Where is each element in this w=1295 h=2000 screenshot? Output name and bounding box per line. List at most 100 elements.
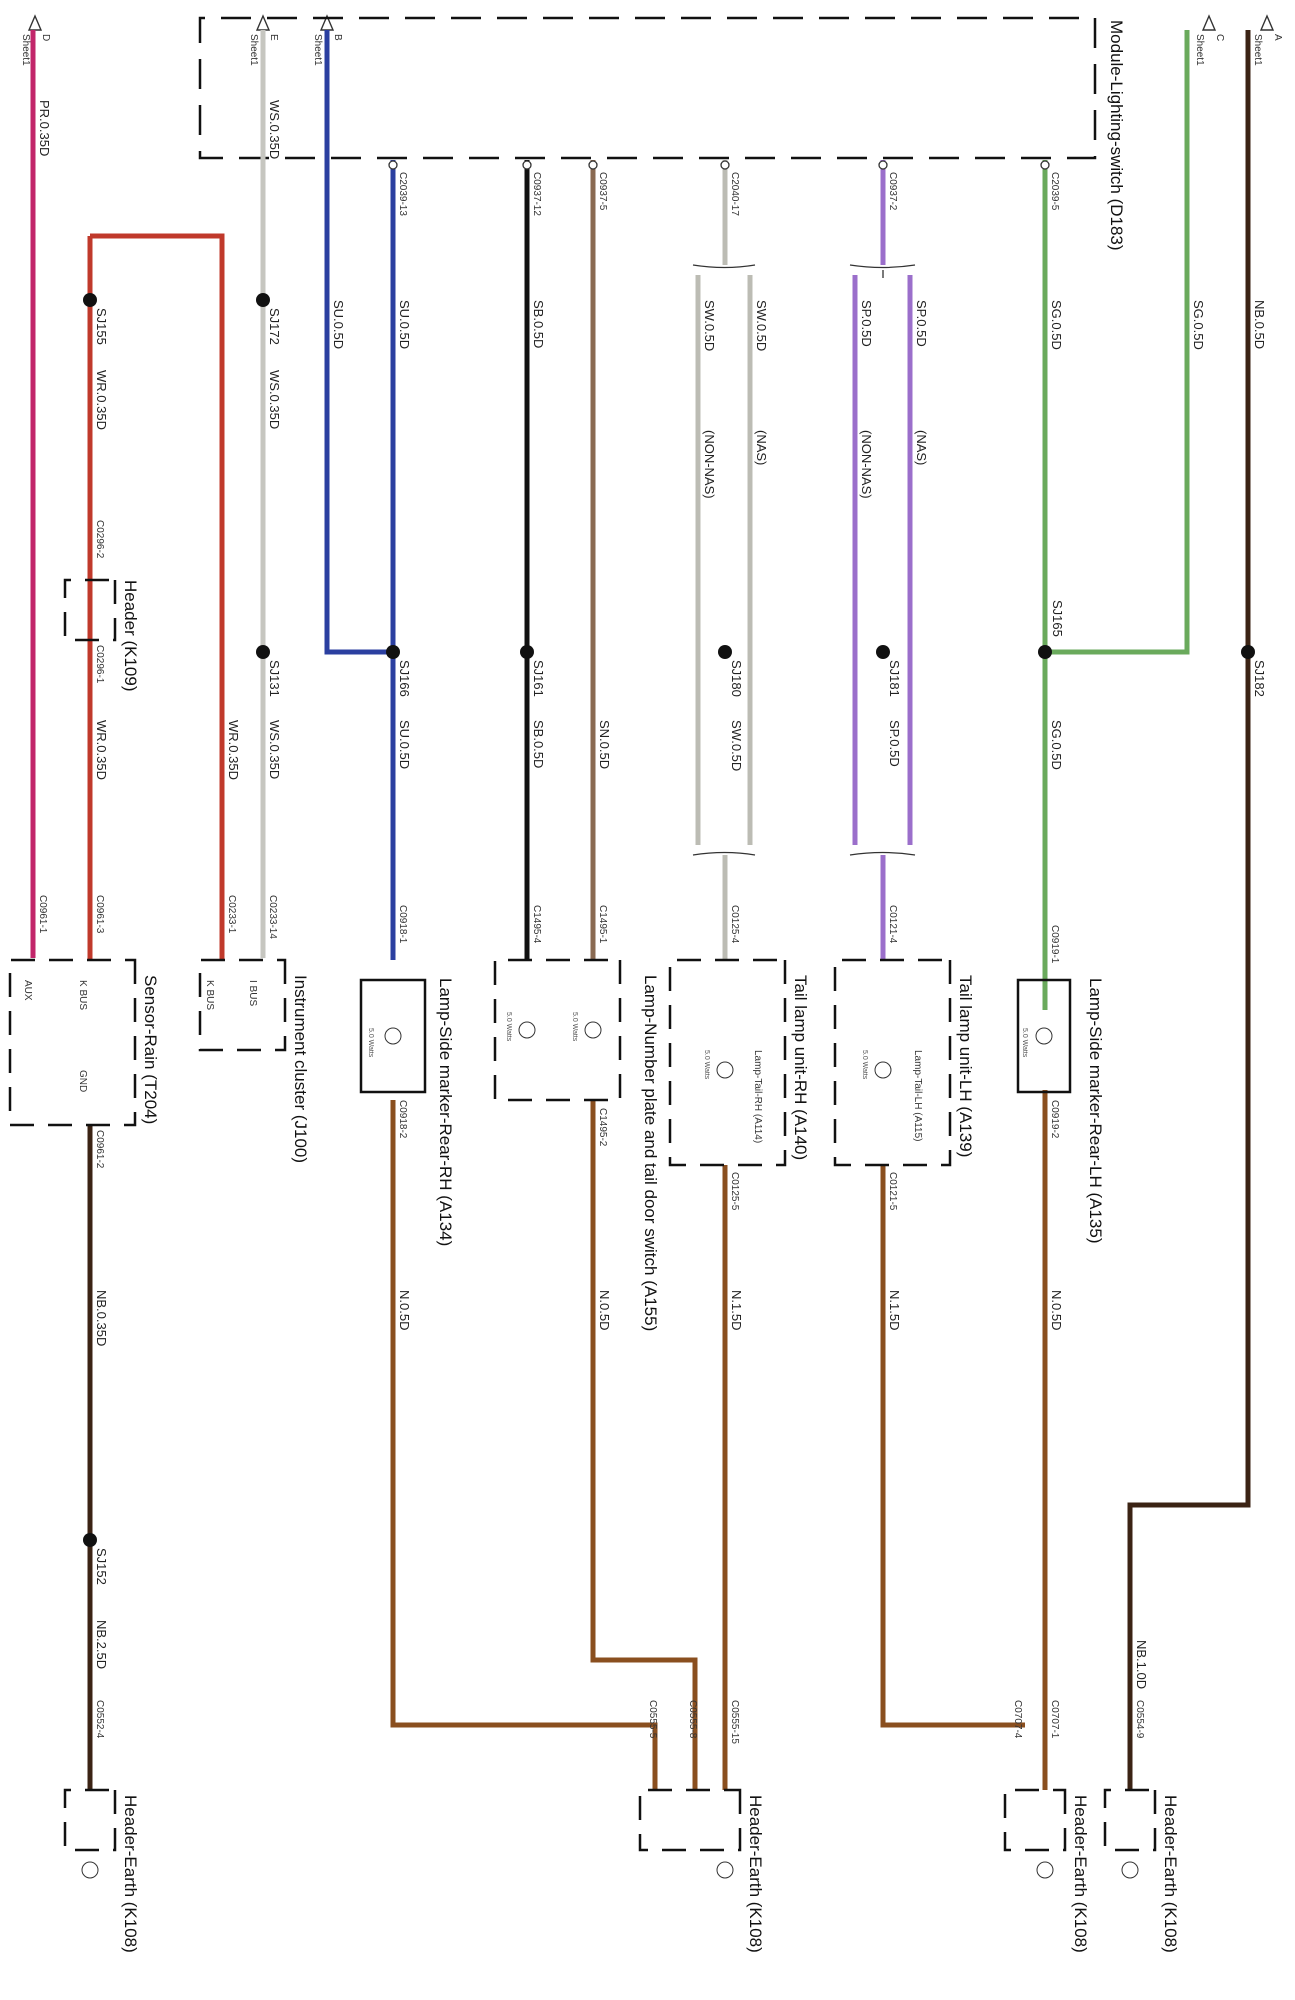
wire-label: SB.0.5D <box>531 720 546 768</box>
wire-label: PR.0.35D <box>37 100 52 156</box>
splice-sj180[interactable] <box>718 645 732 659</box>
wire-label: SW.0.5D <box>702 300 717 351</box>
wire-label: SW.0.5D <box>729 720 744 771</box>
svg-text:C0555-8: C0555-8 <box>687 1700 698 1739</box>
header-earth-1[interactable]: Header-Earth (K108) C0554-9 <box>1103 1700 1180 1953</box>
svg-text:C0555-5: C0555-5 <box>647 1700 658 1739</box>
splice-sj172[interactable] <box>256 293 270 307</box>
wire-label: NB.0.35D <box>94 1290 109 1346</box>
sheet-ref-c[interactable]: C Sheet1 <box>1194 14 1225 66</box>
splice-sj182[interactable] <box>1241 645 1255 659</box>
wire-label: SP.0.5D <box>859 300 874 347</box>
pin-label: GND <box>77 1070 88 1092</box>
wire-label: SB.0.5D <box>531 300 546 348</box>
wire-n-number-plate-gnd[interactable] <box>590 1100 698 1790</box>
svg-text:C2039-13: C2039-13 <box>397 172 408 216</box>
svg-text:C0121-4: C0121-4 <box>887 905 898 944</box>
splice-sj131[interactable] <box>256 645 270 659</box>
pin-label: AUX <box>22 980 33 1001</box>
wire-n-tail-lh-gnd[interactable] <box>880 1165 1025 1728</box>
wire-label: N.1.5D <box>887 1290 902 1330</box>
svg-text:C0233-1: C0233-1 <box>226 895 237 934</box>
tail-lh-label: Tail lamp unit-LH (A139) <box>956 975 975 1157</box>
lamp-number-plate[interactable]: 5.0 Watts 5.0 Watts Lamp-Number plate an… <box>493 905 660 1331</box>
splice-label: SJ180 <box>729 660 744 697</box>
header-k109[interactable]: Header (K109) C0296-2 C0296-1 <box>63 520 140 692</box>
splice-sj166[interactable] <box>386 645 400 659</box>
sensor-rain-label: Sensor-Rain (T204) <box>141 975 160 1124</box>
wire-label: WS.0.35D <box>267 100 282 159</box>
svg-text:Header-Earth (K108): Header-Earth (K108) <box>1071 1795 1090 1953</box>
header-earth-3[interactable]: Header-Earth (K108) C0555-15 C0555-8 C05… <box>638 1700 765 1953</box>
svg-text:5.0 Watts: 5.0 Watts <box>571 1012 578 1042</box>
split-bracket-sw-bottom <box>692 851 756 856</box>
instrument-cluster[interactable]: Instrument cluster (J100) I BUS K BUS C0… <box>198 895 310 1163</box>
splice-sj152[interactable] <box>83 1533 97 1547</box>
wire-wr-kbus[interactable] <box>90 233 225 960</box>
lighting-switch-module-box[interactable] <box>198 16 1097 160</box>
svg-text:C0296-2: C0296-2 <box>94 520 105 559</box>
wire-nb-ground[interactable] <box>1127 30 1251 1790</box>
splice-label: SJ172 <box>267 308 282 345</box>
lamp-side-marker-rh[interactable]: 5.0 Watts Lamp-Side marker-Rear-RH (A134… <box>359 905 455 1246</box>
tail-lh-inner-label: Lamp-Tail-LH (A115) <box>912 1050 923 1142</box>
pin-label: K BUS <box>77 980 88 1010</box>
instrument-label: Instrument cluster (J100) <box>291 975 310 1163</box>
wire-label: WS.0.35D <box>267 720 282 779</box>
header-earth-2[interactable]: Header-Earth (K108) C0707-1 C0707-4 <box>1003 1700 1090 1953</box>
lamp-side-marker-lh[interactable]: 5.0 Watts Lamp-Side marker-Rear-LH (A135… <box>1016 925 1105 1243</box>
svg-text:C2039-5: C2039-5 <box>1049 172 1060 211</box>
wire-label: SP.0.5D <box>914 300 929 347</box>
tail-lamp-unit-rh[interactable]: 5.0 Watts Tail lamp unit-RH (A140) Lamp-… <box>668 905 810 1211</box>
svg-text:C0961-2: C0961-2 <box>94 1130 105 1169</box>
wire-n-lamp-rh-gnd[interactable] <box>390 1100 658 1790</box>
svg-text:Header-Earth (K108): Header-Earth (K108) <box>746 1795 765 1953</box>
splice-sj161[interactable] <box>520 645 534 659</box>
splice-sj165[interactable] <box>1038 645 1052 659</box>
svg-text:C0233-14: C0233-14 <box>267 895 278 939</box>
split-bracket-sp-top <box>849 264 916 278</box>
svg-text:5.0 Watts: 5.0 Watts <box>367 1028 374 1058</box>
variant-label: (NAS) <box>754 430 769 465</box>
svg-text:5.0 Watts: 5.0 Watts <box>505 1012 512 1042</box>
svg-text:C0961-1: C0961-1 <box>37 895 48 934</box>
wire-label: WR.0.35D <box>94 720 109 780</box>
header-k109-label: Header (K109) <box>121 580 140 692</box>
split-bracket-sp-bottom <box>849 851 916 856</box>
sheet-ref-a[interactable]: A Sheet1 <box>1252 14 1283 66</box>
svg-text:C1495-1: C1495-1 <box>597 905 608 944</box>
splice-sj155[interactable] <box>83 293 97 307</box>
module-pins: C2039-5 C0937-2 C2040-17 C0937-5 C0937-1… <box>388 160 1060 216</box>
pin-label: K BUS <box>204 980 215 1010</box>
sheet-ref-name: Sheet1 <box>1252 34 1263 66</box>
svg-text:C0918-2: C0918-2 <box>397 1100 408 1139</box>
splice-label: SJ152 <box>94 1548 109 1585</box>
sheet-ref-name: Sheet1 <box>248 34 259 66</box>
sheet-ref-letter: B <box>332 34 343 41</box>
lamp-side-lh-label: Lamp-Side marker-Rear-LH (A135) <box>1086 978 1105 1243</box>
wire-label: WS.0.35D <box>267 370 282 429</box>
wire-su-sheet-b[interactable] <box>324 30 393 655</box>
wire-label: WR.0.35D <box>226 720 241 780</box>
svg-text:C0296-1: C0296-1 <box>94 645 105 684</box>
svg-text:C0125-4: C0125-4 <box>729 905 740 944</box>
pin-label: I BUS <box>247 980 258 1006</box>
header-earth-4[interactable]: Header-Earth (K108) C0552-4 <box>63 1700 140 1953</box>
wire-label: SG.0.5D <box>1191 300 1206 350</box>
wire-label: SG.0.5D <box>1049 720 1064 770</box>
sheet-ref-name: Sheet1 <box>312 34 323 66</box>
splice-label: SJ181 <box>887 660 902 697</box>
sheet-ref-name: Sheet1 <box>20 34 31 66</box>
variant-label: (NAS) <box>914 430 929 465</box>
lamp-side-rh-label: Lamp-Side marker-Rear-RH (A134) <box>436 978 455 1246</box>
tail-lamp-unit-lh[interactable]: 5.0 Watts Tail lamp unit-LH (A139) Lamp-… <box>833 905 975 1211</box>
tail-rh-label: Tail lamp unit-RH (A140) <box>791 975 810 1160</box>
wire-sg-sheet-c[interactable] <box>1045 30 1190 655</box>
wire-label: NB.2.5D <box>94 1620 109 1669</box>
splice-sj181[interactable] <box>876 645 890 659</box>
svg-text:5.0 Watts: 5.0 Watts <box>861 1050 868 1080</box>
sensor-rain[interactable]: Sensor-Rain (T204) K BUS AUX GND C0961-3… <box>8 895 160 1169</box>
wire-label: SP.0.5D <box>887 720 902 767</box>
svg-text:5.0 Watts: 5.0 Watts <box>1021 1028 1028 1058</box>
